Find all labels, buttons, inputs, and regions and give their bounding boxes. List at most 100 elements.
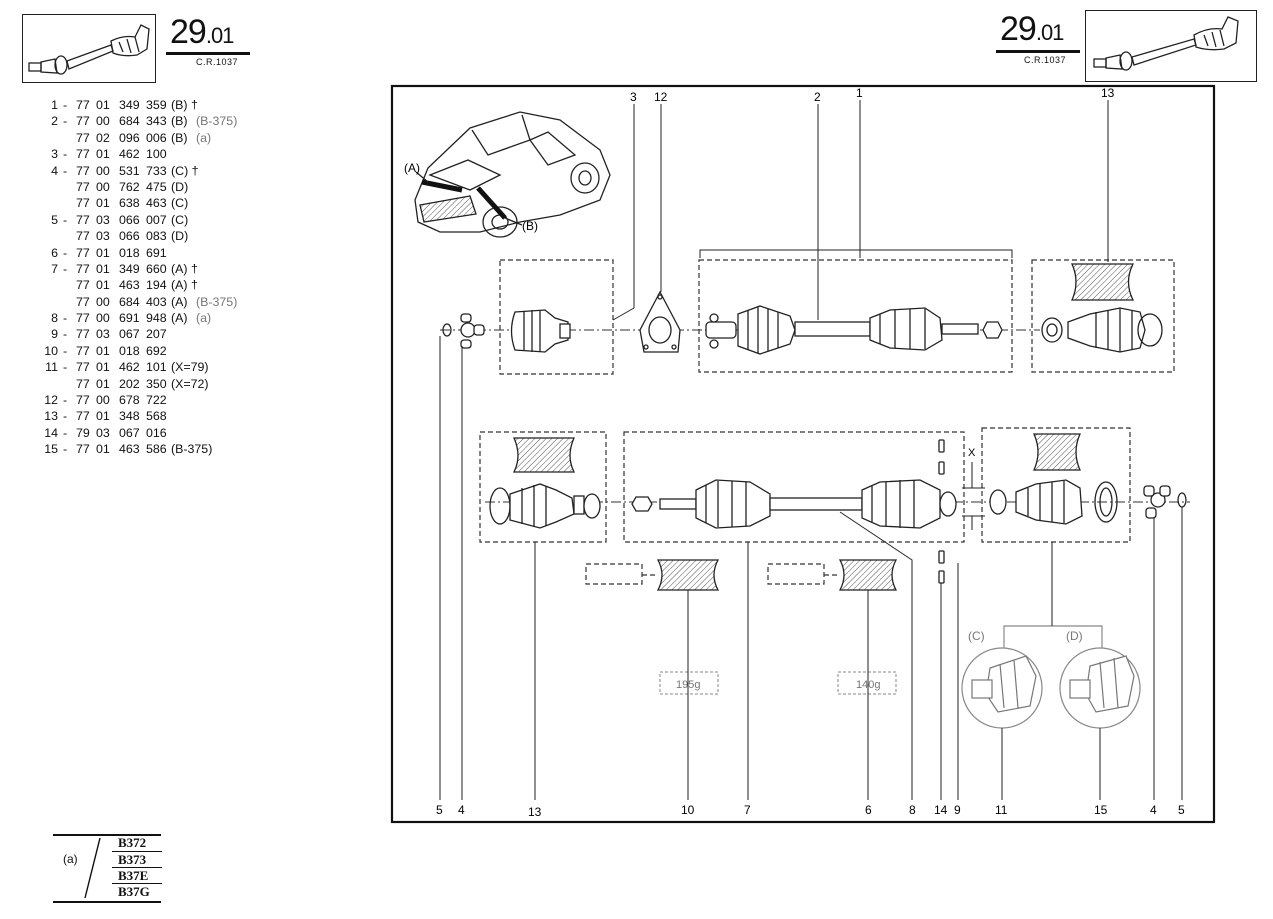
part-item-number: 14 <box>44 425 58 440</box>
part-note: (A) <box>171 311 188 326</box>
grease-sachet-icon <box>838 559 898 591</box>
part-code-group: 77 <box>76 196 90 211</box>
part-code-group: 77 <box>76 147 90 162</box>
group-box-top-center <box>698 259 1013 373</box>
part-note: (D) <box>171 229 189 244</box>
part-code-group: 018 <box>119 343 140 358</box>
part-code-group: 77 <box>76 393 90 408</box>
part-code-group: 762 <box>119 179 140 194</box>
part-code-group: 083 <box>146 229 167 244</box>
group-box-top-left <box>499 259 614 375</box>
part-code-group: 096 <box>119 130 140 145</box>
part-item-number: 9 <box>51 327 58 342</box>
header-rule-left <box>166 52 250 55</box>
part-code-group: 02 <box>96 130 110 145</box>
joint-d-icon <box>1069 655 1135 713</box>
part-code-group: 403 <box>146 294 167 309</box>
part-code-group: 77 <box>76 130 90 145</box>
part-code-group: 463 <box>119 278 140 293</box>
part-item-number: 2 <box>51 114 58 129</box>
part-code-group: 067 <box>119 327 140 342</box>
part-extra-note: (a) <box>196 130 212 145</box>
part-code-group: 00 <box>96 393 110 408</box>
joint-label-c: (C) <box>968 629 985 643</box>
part-code-group: 359 <box>146 98 167 112</box>
part-note: (C) <box>171 196 189 211</box>
part-item-number: 13 <box>44 409 58 424</box>
reference-code-right: C.R.1037 <box>1024 55 1067 65</box>
part-item-number: 15 <box>44 442 58 457</box>
part-note: (A) † <box>171 278 198 293</box>
group-box-top-right <box>1031 259 1175 373</box>
section-sub: .01 <box>1035 20 1065 45</box>
part-dash: - <box>63 343 68 358</box>
shaft-thumbnail-right <box>1085 10 1257 82</box>
reference-code-left: C.R.1037 <box>196 57 239 67</box>
part-item-number: 10 <box>44 343 58 358</box>
part-dash: - <box>63 245 68 260</box>
part-item-number: 6 <box>51 245 58 260</box>
part-code-group: 586 <box>146 442 167 457</box>
car-illustration <box>414 111 611 238</box>
legend-code: B37G <box>118 884 150 899</box>
legend-underline <box>112 851 162 852</box>
legend-label: (a) <box>63 852 78 866</box>
callout-number: 9 <box>954 803 961 817</box>
part-code-group: 77 <box>76 409 90 424</box>
shim-icon <box>938 439 945 584</box>
part-dash: - <box>63 98 68 112</box>
part-code-group: 691 <box>119 311 140 326</box>
part-code-group: 006 <box>146 130 167 145</box>
grease-box-right-small <box>767 563 825 585</box>
part-code-group: 475 <box>146 179 167 194</box>
part-code-group: 01 <box>96 442 110 457</box>
car-label-b: (B) <box>522 219 538 233</box>
callout-number: 1 <box>856 86 863 100</box>
section-main: 29 <box>1000 10 1037 48</box>
group-box-bottom-center <box>623 431 965 543</box>
diagram-frame <box>390 84 1216 824</box>
part-code-group: 948 <box>146 311 167 326</box>
part-code-group: 684 <box>119 294 140 309</box>
part-dash: - <box>63 311 68 326</box>
part-item-number: 1 <box>51 98 58 112</box>
legend-underline <box>112 883 162 884</box>
callout-number: 3 <box>630 90 637 104</box>
tripod-spider-icon <box>460 313 485 349</box>
part-code-group: 00 <box>96 311 110 326</box>
part-code-group: 01 <box>96 278 110 293</box>
callout-number: 6 <box>865 803 872 817</box>
part-code-group: 463 <box>119 442 140 457</box>
part-code-group: 349 <box>119 261 140 276</box>
part-code-group: 01 <box>96 376 110 391</box>
callout-number: 10 <box>681 803 695 817</box>
part-note: (C) <box>171 212 189 227</box>
joint-label-d: (D) <box>1066 629 1083 643</box>
part-code-group: 202 <box>119 376 140 391</box>
callout-number: 11 <box>995 803 1008 817</box>
shaft-thumbnail-left <box>22 14 156 83</box>
part-code-group: 77 <box>76 294 90 309</box>
part-code-group: 207 <box>146 327 167 342</box>
group-box-bottom-left <box>479 431 607 543</box>
part-code-group: 01 <box>96 261 110 276</box>
part-code-group: 01 <box>96 343 110 358</box>
part-code-group: 77 <box>76 327 90 342</box>
grease-sachet-icon <box>656 559 720 591</box>
circlip-icon <box>1177 492 1187 508</box>
joint-bracket <box>1003 625 1103 648</box>
part-code-group: 101 <box>146 360 167 375</box>
part-code-group: 638 <box>119 196 140 211</box>
part-note: (B) † <box>171 98 198 112</box>
x-dimension-label: X <box>968 447 976 459</box>
part-code-group: 77 <box>76 442 90 457</box>
driveshaft-thumbnail-icon <box>28 24 150 75</box>
tripod-spider-icon <box>1143 485 1171 519</box>
section-sub: .01 <box>205 23 235 48</box>
part-code-group: 722 <box>146 393 167 408</box>
part-code-group: 678 <box>119 393 140 408</box>
callout-number: 5 <box>436 803 443 817</box>
part-code-group: 00 <box>96 163 110 178</box>
part-code-group: 100 <box>146 147 167 162</box>
callout-number: 4 <box>458 803 465 817</box>
